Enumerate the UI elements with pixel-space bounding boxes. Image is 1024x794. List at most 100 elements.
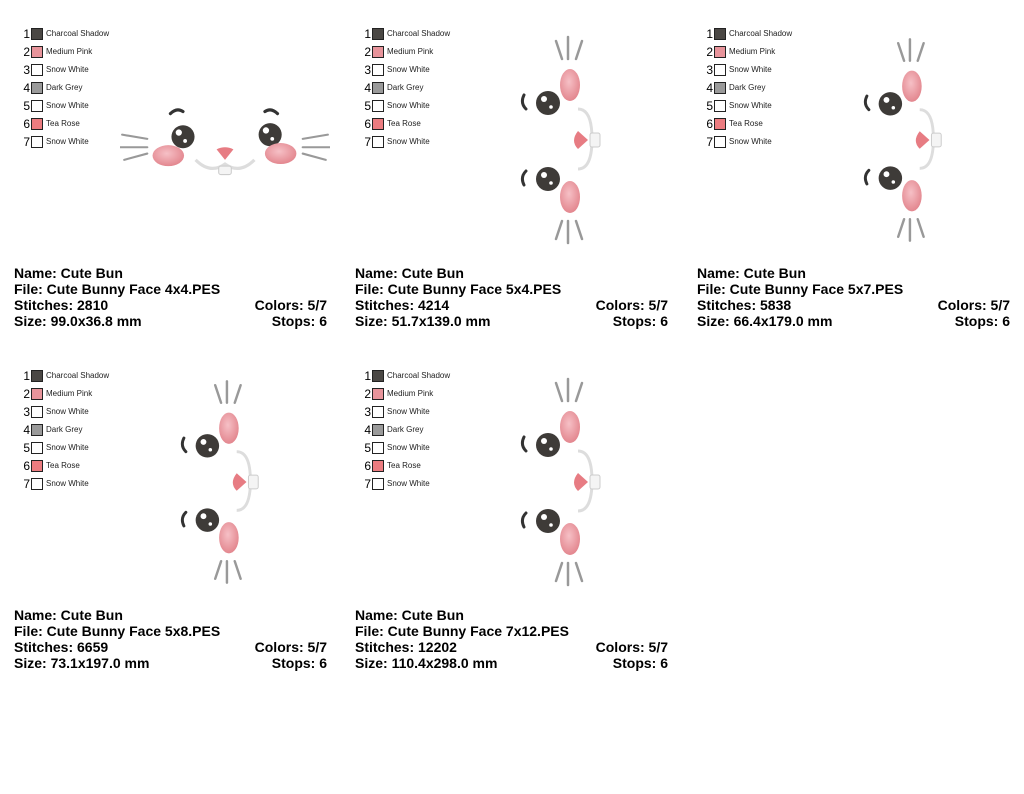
thread-number: 3 — [364, 405, 371, 419]
thread-name: Snow White — [46, 101, 89, 110]
thread-number: 7 — [23, 135, 30, 149]
design-size: Size: 51.7x139.0 mm — [355, 313, 491, 329]
thread-number: 3 — [706, 63, 713, 77]
thread-swatch — [31, 118, 43, 130]
thread-swatch — [372, 82, 384, 94]
thread-row: 3 Snow White — [20, 403, 109, 421]
thread-name: Charcoal Shadow — [387, 371, 451, 380]
thread-swatch — [372, 118, 384, 130]
thread-name: Medium Pink — [46, 47, 93, 56]
thread-name: Medium Pink — [46, 389, 93, 398]
thread-number: 5 — [706, 99, 713, 113]
thread-number: 1 — [706, 27, 713, 41]
thread-name: Snow White — [729, 137, 772, 146]
thread-row: 7 Snow White — [20, 475, 109, 493]
design-stitches: Stitches: 12202 — [355, 639, 457, 655]
thread-name: Tea Rose — [46, 461, 80, 470]
thread-number: 2 — [364, 387, 371, 401]
thread-row: 7 Snow White — [703, 133, 792, 151]
thread-name: Snow White — [387, 101, 430, 110]
thread-number: 1 — [23, 369, 30, 383]
design-size: Size: 66.4x179.0 mm — [697, 313, 833, 329]
thread-number: 5 — [23, 99, 30, 113]
thread-number: 2 — [706, 45, 713, 59]
thread-swatch — [714, 136, 726, 148]
design-name: Name: Cute Bun — [355, 607, 464, 623]
thread-number: 7 — [706, 135, 713, 149]
design-file: File: Cute Bunny Face 5x8.PES — [14, 623, 221, 639]
thread-row: 5 Snow White — [361, 439, 450, 457]
design-file: File: Cute Bunny Face 5x7.PES — [697, 281, 904, 297]
thread-number: 1 — [23, 27, 30, 41]
thread-swatch — [714, 28, 726, 40]
design-file: File: Cute Bunny Face 7x12.PES — [355, 623, 569, 639]
thread-name: Medium Pink — [387, 47, 434, 56]
thread-swatch — [714, 46, 726, 58]
design-name: Name: Cute Bun — [697, 265, 806, 281]
thread-number: 5 — [364, 441, 371, 455]
thread-number: 7 — [23, 477, 30, 491]
thread-swatch — [372, 64, 384, 76]
thread-number: 2 — [23, 45, 30, 59]
thread-number: 3 — [23, 405, 30, 419]
design-colors: Colors: 5/7 — [937, 297, 1010, 313]
thread-number: 1 — [364, 27, 371, 41]
thread-name: Snow White — [46, 407, 89, 416]
thread-name: Snow White — [46, 65, 89, 74]
bunny-face-icon — [863, 33, 951, 247]
thread-name: Medium Pink — [387, 389, 434, 398]
thread-name: Charcoal Shadow — [46, 371, 110, 380]
thread-swatch — [372, 478, 384, 490]
thread-number: 7 — [364, 135, 371, 149]
thread-name: Snow White — [387, 65, 430, 74]
bunny-face-icon — [520, 375, 610, 589]
thread-name: Dark Grey — [46, 83, 83, 92]
thread-name: Tea Rose — [387, 461, 421, 470]
thread-name: Snow White — [46, 479, 89, 488]
thread-number: 4 — [364, 423, 371, 437]
thread-row: 1 Charcoal Shadow — [703, 25, 792, 43]
thread-name: Tea Rose — [387, 119, 421, 128]
thread-name: Charcoal Shadow — [46, 29, 110, 38]
thread-name: Medium Pink — [729, 47, 776, 56]
design-size: Size: 73.1x197.0 mm — [14, 655, 150, 671]
thread-name: Snow White — [387, 443, 430, 452]
design-colors: Colors: 5/7 — [595, 639, 668, 655]
design-stops: Stops: 6 — [612, 655, 668, 671]
thread-name: Dark Grey — [729, 83, 766, 92]
thread-swatch — [372, 442, 384, 454]
thread-name: Snow White — [387, 479, 430, 488]
design-stitches: Stitches: 5838 — [697, 297, 792, 313]
thread-swatch — [31, 46, 43, 58]
design-colors: Colors: 5/7 — [595, 297, 668, 313]
thread-swatch — [31, 28, 43, 40]
design-colors: Colors: 5/7 — [254, 639, 327, 655]
thread-swatch — [31, 64, 43, 76]
thread-swatch — [31, 100, 43, 112]
thread-swatch — [31, 136, 43, 148]
thread-name: Charcoal Shadow — [729, 29, 793, 38]
bunny-face-icon — [180, 375, 268, 589]
thread-swatch — [372, 424, 384, 436]
bunny-face-icon — [120, 97, 330, 187]
thread-swatch — [714, 118, 726, 130]
thread-number: 6 — [23, 117, 30, 131]
thread-swatch — [31, 442, 43, 454]
thread-swatch — [714, 100, 726, 112]
